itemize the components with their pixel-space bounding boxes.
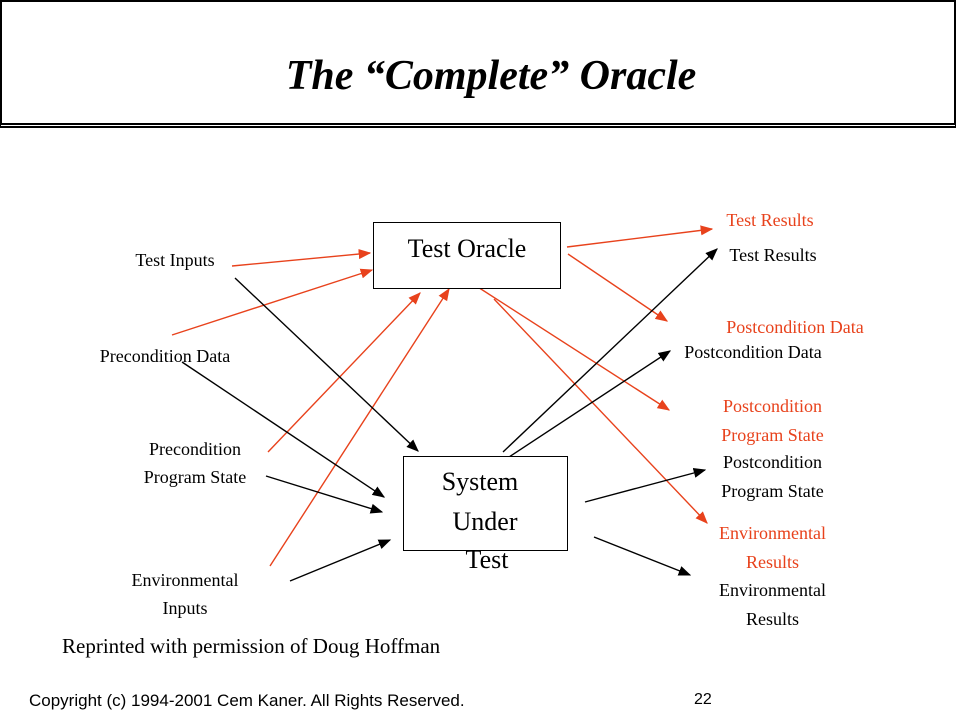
arrow-oracle-to-environmental-results (493, 298, 708, 524)
arrow-oracle-to-test-results (566, 225, 714, 248)
arrow-test-inputs-to-oracle (231, 249, 372, 267)
precondition-state-label-line1: Precondition (149, 439, 241, 459)
arrow-sut-to-postcondition-state (584, 468, 707, 503)
arrow-environmental-inputs-to-oracle (269, 287, 450, 567)
environmental-inputs-label-line1: Environmental (131, 570, 239, 590)
arrow-precondition-data-to-oracle (171, 268, 374, 336)
page-number: 22 (694, 691, 712, 708)
system-under-test-box (403, 456, 568, 551)
oracle-postcondition-state-label-line2: Program State (721, 425, 824, 445)
arrow-precondition-state-to-oracle (267, 292, 421, 453)
sut-postcondition-state-label-line2: Program State (721, 481, 824, 501)
environmental-inputs-label-line2: Inputs (162, 598, 208, 618)
sut-postcondition-data-label: Postcondition Data (684, 342, 822, 362)
sut-label-line3: Test (465, 545, 509, 574)
sut-test-results-label: Test Results (729, 245, 817, 265)
slide-title: The “Complete” Oracle (285, 53, 697, 99)
oracle-postcondition-data-label: Postcondition Data (726, 317, 864, 337)
sut-environmental-results-label-line1: Environmental (719, 580, 826, 600)
test-oracle-box (373, 222, 561, 289)
sut-label-line1: System (441, 467, 519, 496)
arrow-precondition-state-to-sut (265, 475, 384, 514)
arrow-sut-to-postcondition-data (505, 350, 672, 460)
test-inputs-label: Test Inputs (135, 250, 215, 270)
oracle-environmental-results-label-line2: Results (745, 552, 799, 572)
arrow-sut-to-environmental-results (593, 536, 692, 576)
precondition-data-label: Precondition Data (99, 346, 231, 366)
test-oracle-label: Test Oracle (407, 234, 527, 263)
arrow-sut-to-test-results (502, 248, 718, 453)
copyright-footer: Copyright (c) 1994-2001 Cem Kaner. All R… (29, 691, 465, 710)
sut-label-line2: Under (452, 507, 518, 536)
arrow-test-inputs-to-sut (234, 277, 419, 452)
oracle-postcondition-state-label-line1: Postcondition (722, 396, 822, 416)
arrow-oracle-to-postcondition-state (469, 281, 671, 411)
precondition-state-label-line2: Program State (143, 467, 247, 487)
arrow-oracle-to-postcondition-data (567, 253, 669, 322)
sut-postcondition-state-label-line1: Postcondition (722, 452, 822, 472)
arrow-precondition-data-to-sut (181, 361, 386, 498)
oracle-test-results-label: Test Results (726, 210, 814, 230)
credit-line: Reprinted with permission of Doug Hoffma… (62, 634, 441, 658)
oracle-environmental-results-label-line1: Environmental (719, 523, 826, 543)
sut-environmental-results-label-line2: Results (745, 609, 799, 629)
arrow-environmental-inputs-to-sut (289, 539, 392, 582)
title-banner (0, 0, 956, 128)
